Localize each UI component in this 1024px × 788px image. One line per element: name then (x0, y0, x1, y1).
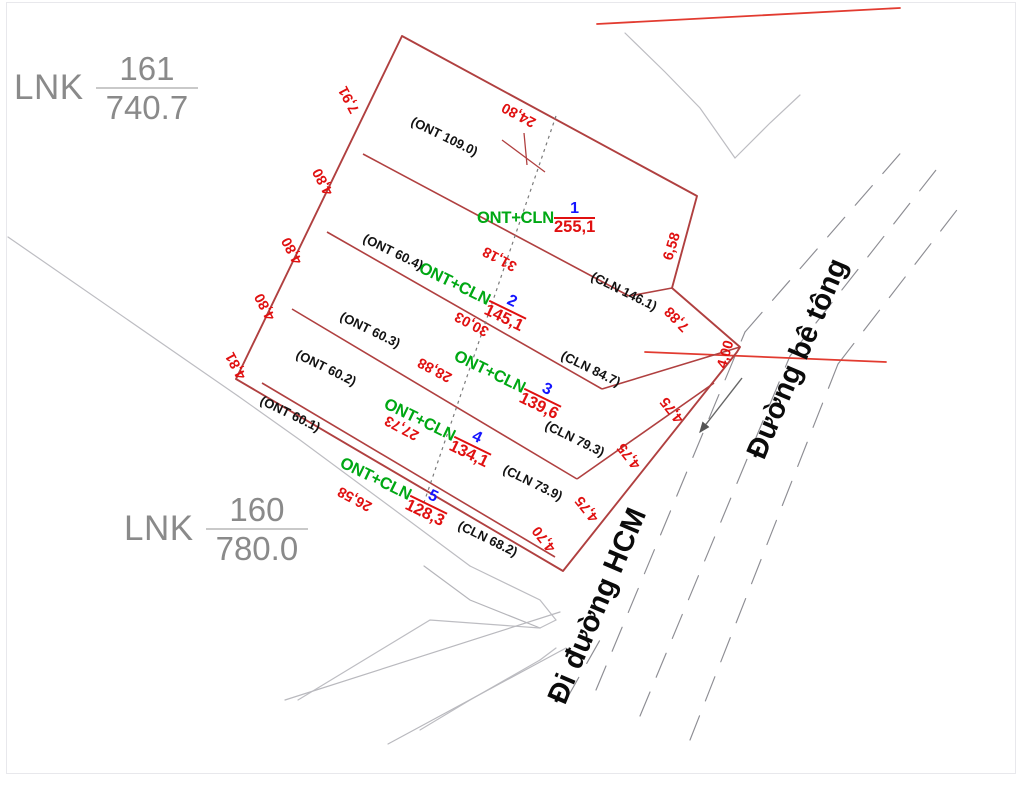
lot-divider-lines (261, 153, 630, 558)
lot-fraction: 1 255,1 (553, 200, 596, 236)
road-direction-arrow (699, 377, 743, 434)
reference-numerator: 161 (119, 50, 175, 87)
lot-fraction-bar (553, 217, 596, 219)
road-center-lines (596, 7, 901, 363)
survey-lines (7, 32, 801, 731)
road-hatching (565, 147, 961, 741)
reference-code: LNK (124, 509, 194, 549)
survey-lines-lower (284, 611, 567, 745)
reference-denominator: 780.0 (215, 529, 299, 567)
lot-number: 1 (570, 200, 580, 217)
ont-cln-split-line (417, 115, 557, 521)
lot-land-use: ONT+CLN (477, 208, 554, 227)
parcel-block (235, 35, 741, 572)
lot-label-1: ONT+CLN 1 255,1 (477, 200, 596, 236)
lot-area: 255,1 (553, 217, 596, 236)
reference-lnk-161: LNK 161 740.7 (14, 50, 199, 126)
right-edge-steps (576, 287, 741, 480)
boundary-tick-marks (501, 132, 546, 173)
reference-lnk-160: LNK 160 780.0 (124, 491, 309, 567)
reference-fraction: 160 780.0 (205, 491, 309, 567)
reference-fraction-bar (205, 527, 309, 530)
reference-code: LNK (14, 68, 84, 108)
page-frame (6, 2, 1016, 774)
reference-denominator: 740.7 (105, 88, 189, 126)
reference-fraction-bar (95, 86, 199, 89)
reference-fraction: 161 740.7 (95, 50, 199, 126)
reference-numerator: 160 (229, 491, 285, 528)
